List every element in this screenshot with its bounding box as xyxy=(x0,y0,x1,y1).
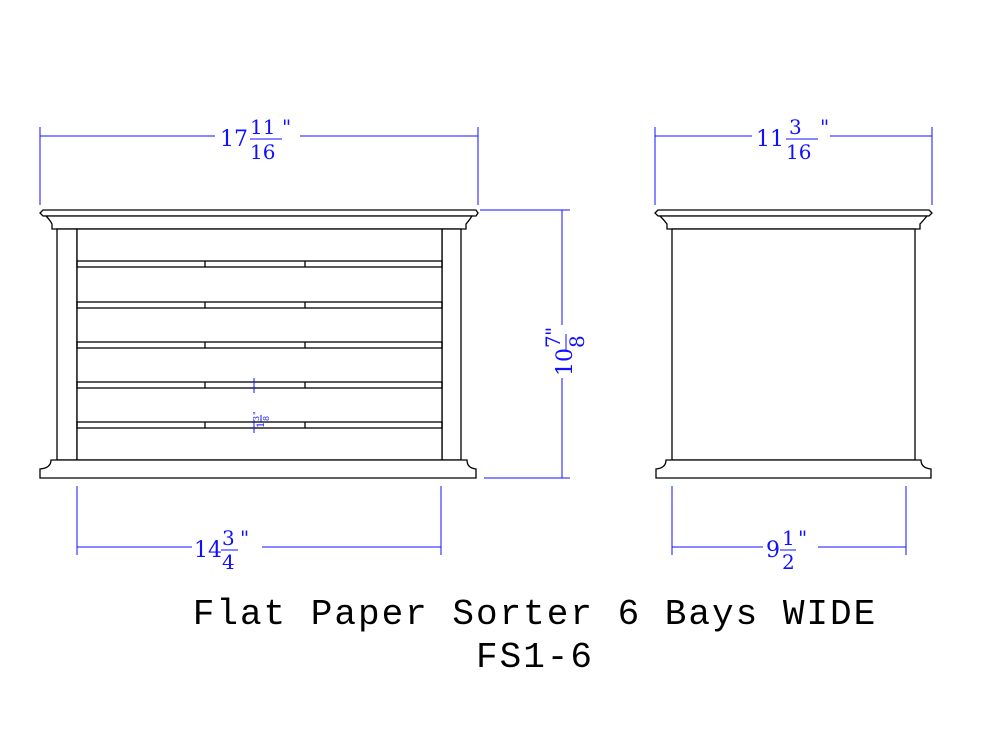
dim-shelf-spacing: 1 3 8 " xyxy=(252,378,271,433)
dim-unit: " xyxy=(252,411,261,415)
front-view xyxy=(39,209,479,479)
front-crown-cove xyxy=(44,215,474,230)
dim-denominator: 16 xyxy=(250,140,275,164)
dim-side-inner-width: 9 1 2 " xyxy=(671,486,907,574)
dim-numerator: 7 xyxy=(541,335,565,348)
dim-front-width: 17 11 16 " xyxy=(39,115,479,205)
dim-denominator: 16 xyxy=(786,140,811,164)
side-view xyxy=(654,209,933,479)
dim-unit: " xyxy=(282,115,291,139)
shelves xyxy=(76,260,443,429)
front-base xyxy=(39,459,477,479)
dim-whole: 11 xyxy=(756,127,784,152)
drawing-title: Flat Paper Sorter 6 Bays WIDE xyxy=(193,594,878,635)
dim-denominator: 8 xyxy=(565,335,589,348)
shelf xyxy=(76,260,443,268)
drawing-part-number: FS1-6 xyxy=(476,637,594,678)
shelf xyxy=(76,341,443,349)
dim-front-height: 10 7 8 " xyxy=(480,209,589,479)
dim-denominator: 4 xyxy=(222,550,235,574)
dim-unit: " xyxy=(798,526,807,550)
dim-numerator: 3 xyxy=(789,115,802,139)
dim-whole: 14 xyxy=(194,538,222,563)
dim-numerator: 3 xyxy=(252,416,261,421)
side-base xyxy=(655,459,932,479)
dim-front-inner-width: 14 3 4 " xyxy=(76,486,442,574)
side-body xyxy=(671,228,916,461)
dim-denominator: 2 xyxy=(782,550,795,574)
dim-whole: 9 xyxy=(766,538,780,563)
side-crown-cove xyxy=(658,215,929,230)
front-right-post xyxy=(441,228,462,461)
dim-side-width: 11 3 16 " xyxy=(654,115,933,205)
front-left-post xyxy=(56,228,78,461)
front-crown-top xyxy=(39,209,479,217)
dim-whole: 17 xyxy=(220,127,248,152)
side-crown-top xyxy=(654,209,933,217)
dim-whole: 10 xyxy=(553,348,578,376)
dim-numerator: 1 xyxy=(782,526,795,550)
dim-unit: " xyxy=(820,115,829,139)
shelf xyxy=(76,421,443,429)
dim-denominator: 8 xyxy=(262,416,271,421)
shelf xyxy=(76,301,443,309)
dim-unit: " xyxy=(541,327,565,336)
dim-unit: " xyxy=(240,526,249,550)
shelf xyxy=(76,381,443,389)
dim-numerator: 3 xyxy=(222,526,235,550)
dim-whole: 1 xyxy=(256,422,267,428)
dim-numerator: 11 xyxy=(250,115,275,139)
